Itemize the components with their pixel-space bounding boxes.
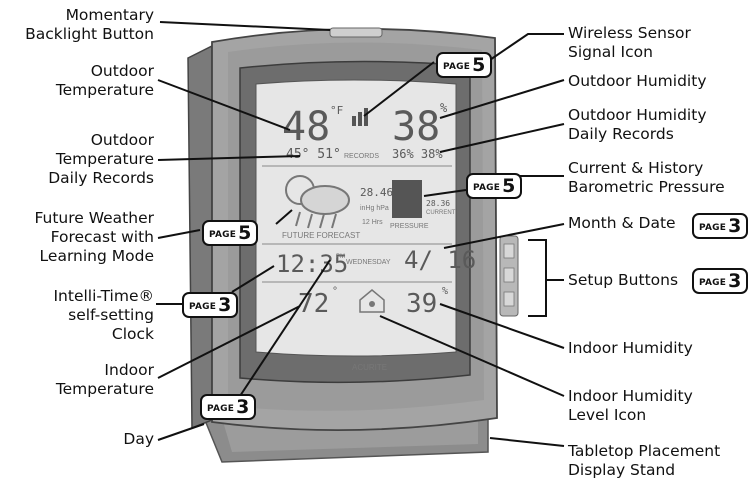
clock-reading: 12:35 — [276, 250, 348, 278]
label-future-forecast: Future Weather Forecast with Learning Mo… — [34, 209, 154, 265]
label-indoor-humidity-icon: Indoor Humidity Level Icon — [568, 387, 693, 424]
weekday-reading: WEDNESDAY — [346, 259, 391, 266]
label-intelli-time-clock: Intelli-Time® self-setting Clock — [53, 287, 154, 343]
pressure-history-bars — [392, 180, 422, 218]
outdoor-humidity-unit: % — [440, 101, 448, 115]
indoor-humidity-reading: 39 — [406, 289, 437, 319]
clock-pm: PM — [336, 254, 345, 260]
label-outdoor-humidity: Outdoor Humidity — [568, 72, 707, 90]
outdoor-humidity-records: 36% 38% — [392, 147, 443, 161]
outdoor-temp-records: 45° 51° — [286, 147, 341, 162]
brand-logo: ACURITE — [352, 363, 387, 372]
label-outdoor-humidity-records: Outdoor Humidity Daily Records — [568, 106, 707, 143]
label-display-stand: Tabletop Placement Display Stand — [568, 442, 721, 479]
label-day: Day — [123, 430, 154, 448]
forecast-cloud-icon — [285, 175, 350, 229]
leader-lines — [156, 21, 565, 447]
lcd-dividers — [262, 165, 452, 283]
lcd-readouts: 48 °F 45° 51° 38 % 36% 38% RECORDS FUTUR… — [276, 101, 476, 319]
label-outdoor-temp-records: Outdoor Temperature Daily Records — [48, 131, 154, 187]
label-wireless-signal-icon: Wireless Sensor Signal Icon — [568, 24, 691, 61]
wireless-signal-icon — [352, 108, 368, 126]
pressure-current-label: CURRENT — [426, 210, 456, 216]
device-body — [187, 27, 519, 431]
label-outdoor-temperature: Outdoor Temperature — [55, 62, 154, 99]
indoor-humidity-unit: % — [442, 286, 448, 297]
records-label: RECORDS — [344, 153, 379, 160]
label-month-date: Month & Date — [568, 214, 676, 232]
label-barometric-pressure: Current & History Barometric Pressure — [568, 159, 725, 196]
indoor-temp-unit: ° — [332, 286, 338, 297]
label-indoor-humidity: Indoor Humidity — [568, 339, 693, 357]
label-setup-buttons: Setup Buttons — [568, 271, 679, 289]
pressure-hours: 12 Hrs — [362, 219, 383, 226]
pressure-units: inHg hPa — [360, 205, 389, 212]
outdoor-temp-reading: 48 — [282, 104, 330, 150]
label-backlight-button: Momentary Backlight Button — [25, 6, 154, 43]
outdoor-temp-unit: °F — [330, 104, 343, 117]
pressure-label: PRESSURE — [390, 223, 429, 230]
indoor-humidity-level-icon — [359, 289, 385, 313]
pressure-value: 28.46 — [360, 186, 393, 199]
forecast-label: FUTURE FORECAST — [282, 231, 360, 240]
label-indoor-temperature: Indoor Temperature — [55, 361, 154, 398]
indoor-temp-reading: 72 — [298, 289, 329, 319]
pressure-current: 28.36 — [426, 199, 450, 208]
date-reading: 4/ 16 — [404, 246, 476, 274]
outdoor-humidity-reading: 38 — [392, 104, 440, 150]
